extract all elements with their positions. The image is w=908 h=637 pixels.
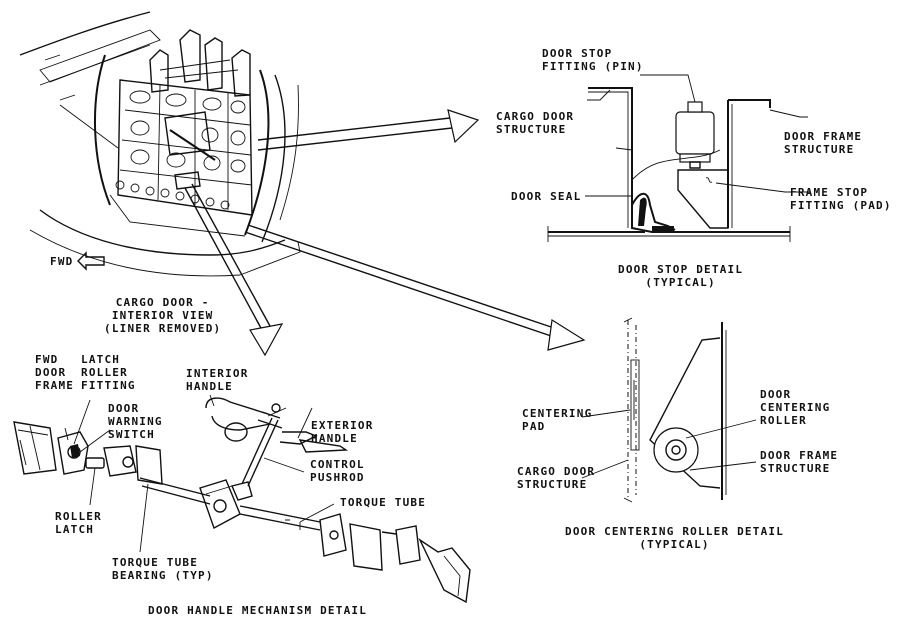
cargo-door-interior-view [19,11,301,277]
torque-tube-label: TORQUE TUBE [340,496,427,509]
fwd-door-frame-label: FWD DOOR FRAME [35,353,75,392]
centering-roller-leaders [581,409,757,479]
cargo-door-structure-top-label: CARGO DOOR STRUCTURE [496,110,575,136]
handle-mechanism-leaders [64,394,335,553]
exterior-handle-label: EXTERIOR HANDLE [311,419,374,445]
interior-handle-label: INTERIOR HANDLE [186,367,249,393]
fwd-label: FWD [50,255,74,268]
door-stop-detail-title: DOOR STOP DETAIL (TYPICAL) [618,263,744,289]
door-centering-roller-label: DOOR CENTERING ROLLER [760,388,831,427]
door-centering-roller-drawing [623,317,727,503]
control-pushrod-label: CONTROL PUSHROD [310,458,365,484]
door-stop-fitting-pin-label: DOOR STOP FITTING (PIN) [542,47,644,73]
torque-tube-bearing-label: TORQUE TUBE BEARING (TYP) [112,556,214,582]
callout-arrow-centering-roller [244,224,586,351]
cargo-door-structure-right-label: CARGO DOOR STRUCTURE [517,465,596,491]
door-stop-leaders [585,74,810,197]
door-warning-switch-label: DOOR WARNING SWITCH [108,402,163,441]
door-centering-roller-detail-title: DOOR CENTERING ROLLER DETAIL (TYPICAL) [565,525,785,551]
door-frame-structure-right-label: DOOR FRAME STRUCTURE [760,449,839,475]
centering-pad-label: CENTERING PAD [522,407,593,433]
door-seal-label: DOOR SEAL [511,190,582,203]
door-handle-mechanism-detail-title: DOOR HANDLE MECHANISM DETAIL [148,604,368,617]
cargo-door-interior-view-label: CARGO DOOR - INTERIOR VIEW (LINER REMOVE… [104,296,222,335]
door-frame-structure-top-label: DOOR FRAME STRUCTURE [784,130,863,156]
fwd-arrow-icon [77,251,105,271]
door-stop-detail-drawing [547,87,791,242]
roller-latch-label: ROLLER LATCH [55,510,102,536]
callout-arrow-door-stop [257,109,480,151]
frame-stop-fitting-pad-label: FRAME STOP FITTING (PAD) [790,186,892,212]
latch-roller-fitting-label: LATCH ROLLER FITTING [81,353,136,392]
door-handle-mechanism-drawing [13,397,471,604]
callout-arrow-handle-mechanism [184,183,284,357]
